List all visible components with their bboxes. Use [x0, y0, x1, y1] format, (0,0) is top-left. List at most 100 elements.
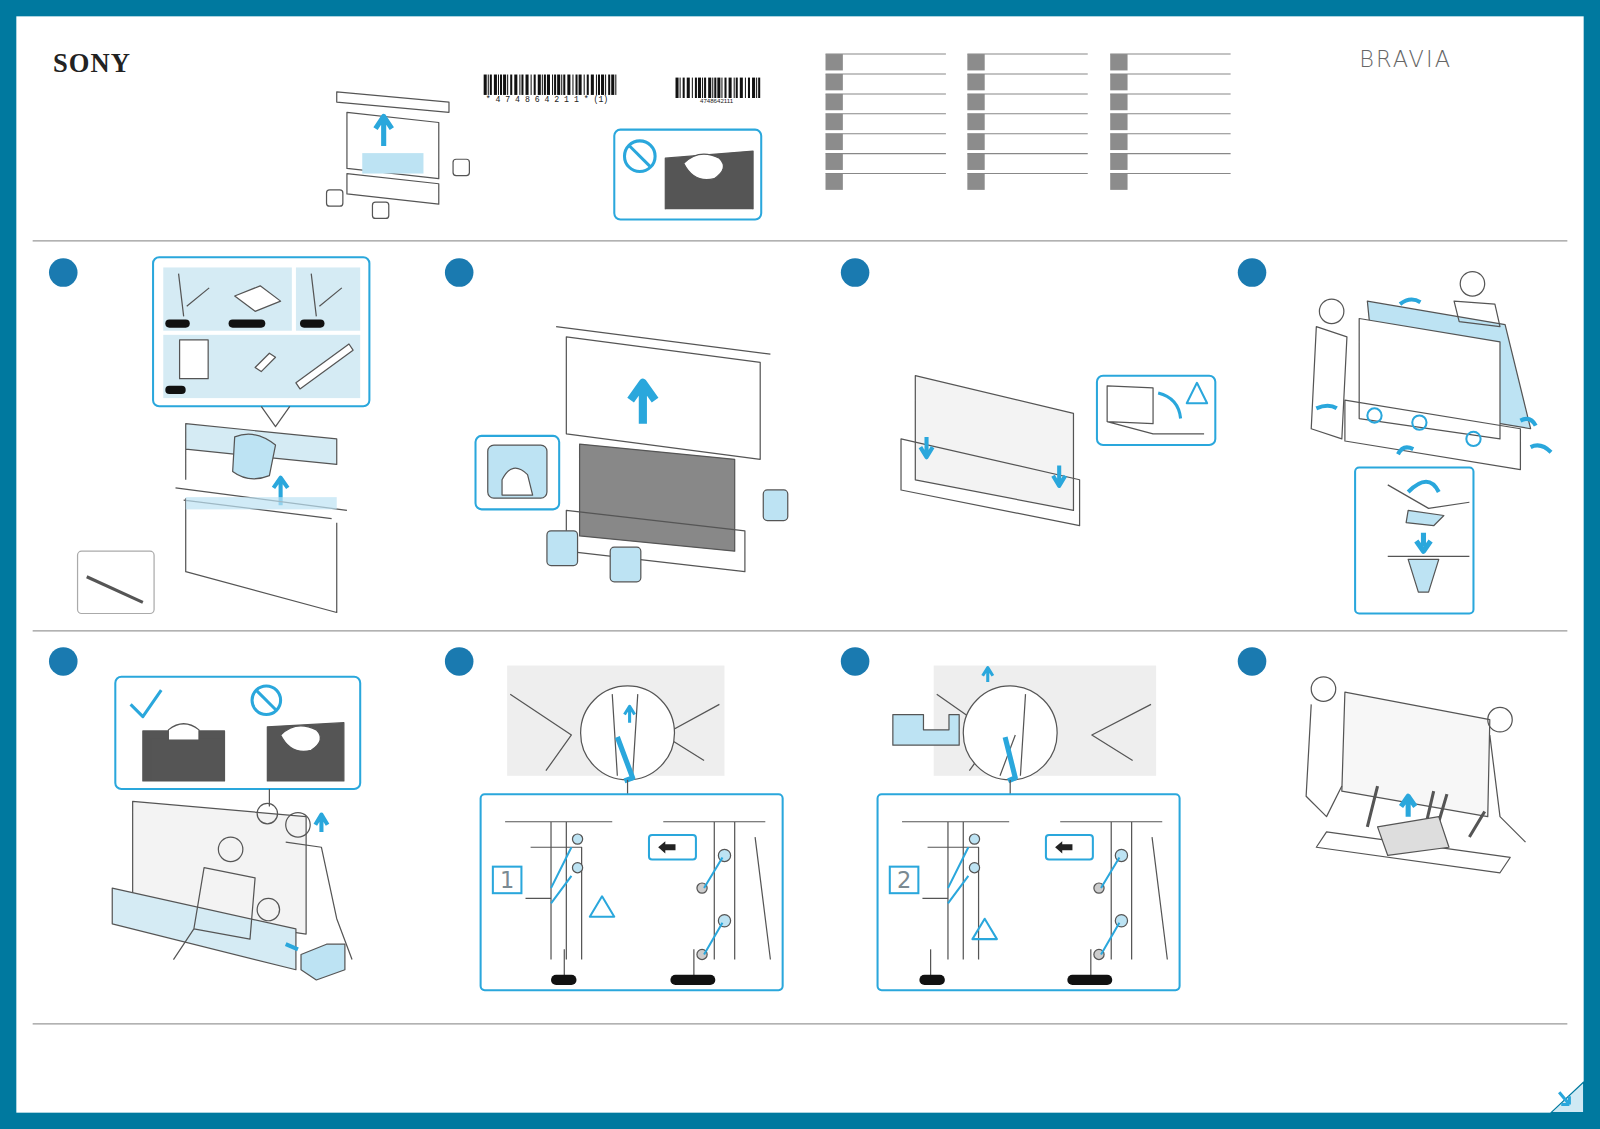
barcode-bar: [538, 75, 541, 95]
barcode-bar: [503, 75, 506, 95]
barcode-bar: [531, 75, 532, 95]
table-swatch: [1110, 74, 1127, 90]
table-swatch: [826, 154, 843, 170]
table-rule: [967, 173, 1087, 174]
step-number: 1: [500, 867, 514, 893]
table-swatch: [967, 74, 984, 90]
barcode-bar: [567, 75, 570, 95]
table-swatch: [826, 114, 843, 130]
barcode-bar: [534, 75, 536, 95]
barcode-bar: [692, 78, 693, 98]
barcode-bar: [708, 78, 711, 98]
barcode-bar: [745, 78, 746, 98]
barcode-bar: [587, 75, 589, 95]
barcode-bar: [721, 78, 722, 98]
table-swatch: [1110, 134, 1127, 150]
step-number: 2: [897, 867, 911, 893]
table-rule: [1110, 54, 1230, 55]
barcode-bar: [611, 75, 614, 95]
step-number-box: 2: [889, 866, 920, 895]
table-rule: [826, 173, 946, 174]
barcode-bar: [563, 75, 565, 95]
brand-name: SONY: [53, 49, 131, 80]
table-swatch: [1110, 94, 1127, 110]
table-swatch: [1110, 54, 1127, 70]
brand-name: BRAVIA: [1359, 47, 1452, 73]
barcode-bar: [712, 78, 713, 98]
barcode-bar: [734, 78, 735, 98]
barcode-bar: [554, 75, 556, 95]
table-swatch: [826, 94, 843, 110]
table-rule: [967, 93, 1087, 94]
barcode-bar: [561, 75, 562, 95]
table-swatch: [967, 54, 984, 70]
barcode-bar: [714, 78, 716, 98]
table-rule: [967, 113, 1087, 114]
barcode-bar: [683, 78, 685, 98]
barcode-bar: [596, 75, 597, 95]
table-rule: [967, 153, 1087, 154]
barcode-bar: [494, 75, 497, 95]
table-swatch: [967, 114, 984, 130]
table-swatch: [967, 134, 984, 150]
barcode-bar: [500, 75, 502, 95]
barcode-bar: [601, 75, 604, 95]
barcode-bar: [544, 75, 546, 95]
barcode-bar: [552, 75, 553, 95]
barcode-bar: [698, 78, 701, 98]
language-table: [826, 54, 1231, 190]
table-rule: [1110, 113, 1230, 114]
barcode-bar: [724, 78, 726, 98]
barcode-bar: [740, 78, 743, 98]
table-rule: [826, 73, 946, 74]
table-rule: [826, 153, 946, 154]
table-swatch: [826, 54, 843, 70]
table-rule: [1110, 133, 1230, 134]
barcode-bar: [680, 78, 681, 98]
table-swatch: [826, 134, 843, 150]
barcode-bar: [579, 75, 582, 95]
barcode-bar: [542, 75, 543, 95]
barcode-bar: [608, 75, 610, 95]
barcode-bar: [490, 75, 492, 95]
barcode-bar: [526, 75, 529, 95]
table-swatch: [967, 154, 984, 170]
barcode-bar: [591, 75, 594, 95]
barcode-bar: [521, 75, 523, 95]
barcode-bar: [605, 75, 606, 95]
barcode-bar: [598, 75, 600, 95]
table-rule: [826, 54, 946, 55]
barcode-bar: [519, 75, 520, 95]
barcode-bar: [756, 78, 757, 98]
table-rule: [1110, 93, 1230, 94]
barcode-bar: [687, 78, 690, 98]
barcode-bar: [717, 78, 720, 98]
barcode-bar: [547, 75, 550, 95]
table-rule: [967, 73, 1087, 74]
table-rule: [826, 113, 946, 114]
table-swatch: [1110, 114, 1127, 130]
table-rule: [1110, 73, 1230, 74]
barcode-bar: [507, 75, 508, 95]
barcode-bar: [514, 75, 517, 95]
barcode-bar: [510, 75, 512, 95]
barcode-bar: [676, 78, 679, 98]
barcode-number: 4748642111: [700, 98, 733, 104]
step-number-box: 1: [492, 866, 523, 895]
barcode-bar: [615, 75, 616, 95]
barcode-bar: [748, 78, 750, 98]
table-rule: [967, 133, 1087, 134]
table-swatch: [967, 94, 984, 110]
barcode-bar: [498, 75, 499, 95]
barcode-bar: [758, 78, 760, 98]
table-rule: [826, 93, 946, 94]
barcode-bar: [488, 75, 489, 95]
table-rule: [1110, 153, 1230, 154]
barcode-bar: [484, 75, 487, 95]
table-swatch: [826, 74, 843, 90]
table-rule: [967, 54, 1087, 55]
table-swatch: [1110, 174, 1127, 190]
table-rule: [1110, 173, 1230, 174]
barcode-bar: [572, 75, 573, 95]
